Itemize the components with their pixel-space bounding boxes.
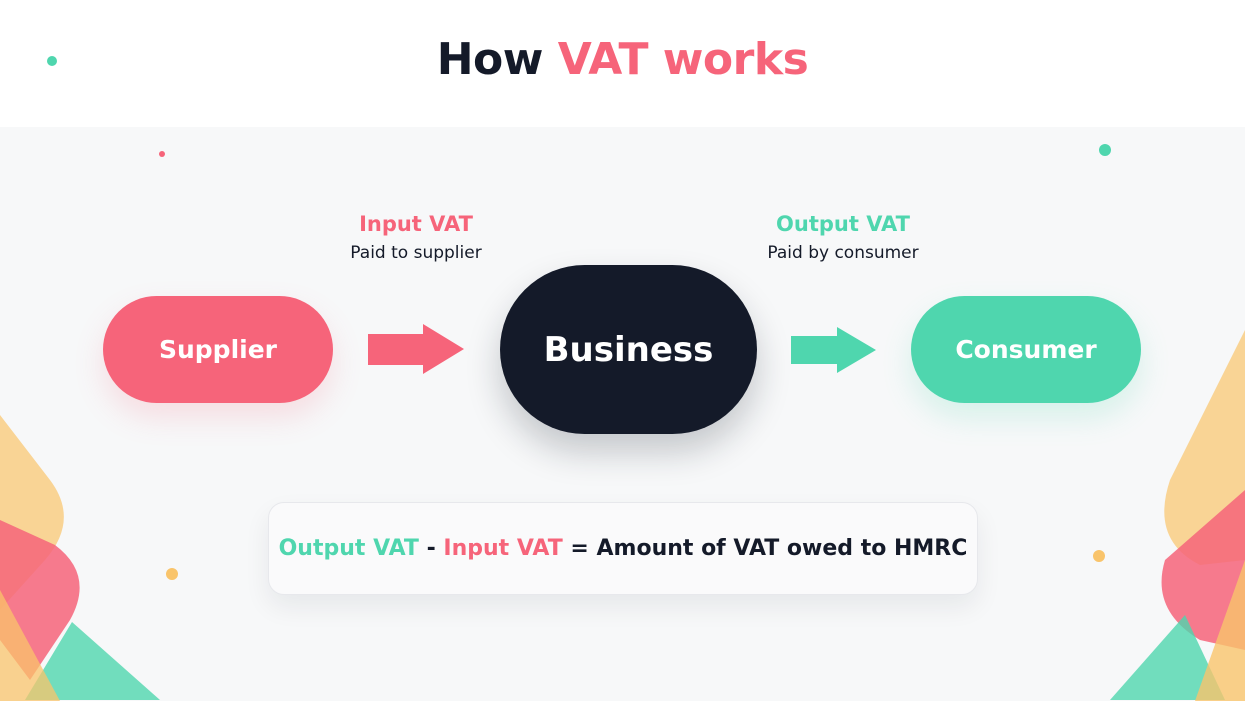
decor-dot xyxy=(159,151,165,157)
output-vat-title: Output VAT xyxy=(776,212,910,236)
decor-dot xyxy=(47,56,57,66)
right-corner-shapes xyxy=(1110,330,1245,701)
corner-decorations xyxy=(0,330,1245,701)
input-vat-label: Input VAT Paid to supplier xyxy=(316,212,516,263)
formula-output-vat: Output VAT xyxy=(278,536,419,561)
title-prefix: How xyxy=(436,34,544,85)
consumer-label: Consumer xyxy=(955,335,1097,364)
arrow-right-icon xyxy=(368,324,464,374)
formula-input-vat: Input VAT xyxy=(443,536,563,561)
arrow-right-icon xyxy=(791,327,876,373)
business-node: Business xyxy=(500,265,757,434)
business-label: Business xyxy=(543,329,714,370)
output-vat-label: Output VAT Paid by consumer xyxy=(743,212,943,263)
consumer-node: Consumer xyxy=(911,296,1141,403)
left-corner-shapes xyxy=(0,415,160,701)
decor-dot xyxy=(1093,550,1105,562)
decor-dot xyxy=(1099,144,1111,156)
supplier-node: Supplier xyxy=(103,296,333,403)
page-title: How VAT works xyxy=(0,34,1245,85)
formula-minus: - xyxy=(426,536,436,561)
vat-formula-card: Output VAT - Input VAT = Amount of VAT o… xyxy=(268,502,978,595)
title-accent: VAT works xyxy=(557,34,809,85)
supplier-label: Supplier xyxy=(158,335,278,364)
header: How VAT works xyxy=(0,0,1245,127)
input-vat-title: Input VAT xyxy=(359,212,473,236)
formula-result: Amount of VAT owed to HMRC xyxy=(596,536,968,561)
input-vat-subtitle: Paid to supplier xyxy=(350,243,482,263)
output-vat-subtitle: Paid by consumer xyxy=(767,243,919,263)
decor-dot xyxy=(166,568,178,580)
formula-equals: = xyxy=(570,536,589,561)
